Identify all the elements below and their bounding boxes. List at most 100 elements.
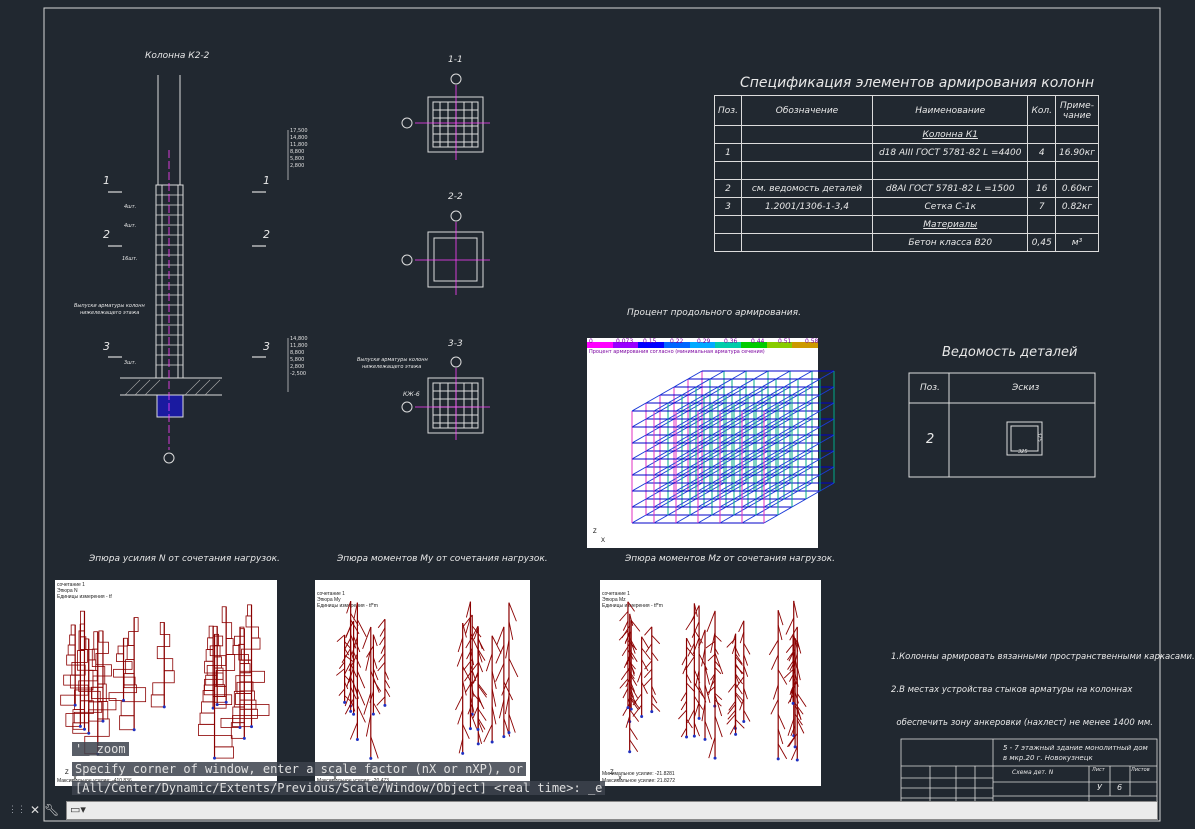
- legend-swatch: [715, 342, 742, 348]
- command-prompt-icon[interactable]: ▭▾: [70, 804, 86, 816]
- section-mark-2-right: 2: [263, 228, 270, 241]
- svg-text:X: X: [333, 776, 337, 782]
- stamp-doc-name: Схема дет. N: [1012, 769, 1054, 776]
- note-line: 1.Колонны армировать вязанными пространс…: [891, 652, 1195, 662]
- legend-value: 0.22: [670, 338, 684, 345]
- section-mark-2-left: 2: [103, 228, 110, 241]
- diagram-n-plot: ZX: [60, 604, 270, 782]
- diagram-n-title: Эпюра усилия N от сочетания нагрузок.: [89, 554, 280, 564]
- svg-text:X: X: [618, 776, 622, 782]
- outlet-note-line2: нижележащего этажа: [80, 310, 140, 316]
- legend-swatch: [766, 342, 793, 348]
- leader-note-4: 3шт.: [124, 360, 137, 366]
- section-1-title: 1-1: [448, 55, 463, 65]
- stamp-sheets-label: Листов: [1131, 767, 1150, 773]
- command-history-line3: [All/Center/Dynamic/Extents/Previous/Sca…: [72, 781, 606, 795]
- legend-swatch: [792, 342, 819, 348]
- details-title: Ведомость деталей: [942, 345, 1078, 360]
- legend-swatch: [587, 342, 613, 348]
- spec-header-pos: Поз.: [714, 95, 742, 126]
- svg-text:Z: Z: [65, 770, 69, 776]
- percent-plot-image: 0 0.073 0.15 0.22 0.29 0.36 0.44 0.51 0.58 Проце…: [587, 338, 835, 548]
- outlet-note-3-line2: нижележащего этажа: [362, 364, 422, 370]
- table-row: [714, 161, 1100, 180]
- diagram-mz-plot: ZX: [610, 600, 807, 782]
- details-pos: 2: [926, 432, 935, 447]
- spec-group-title: Колонна К1: [871, 125, 1029, 144]
- column-title: Колонна К2-2: [145, 51, 210, 61]
- legend-value: 0.44: [751, 338, 765, 345]
- legend-value: 0.29: [697, 338, 711, 345]
- legend-swatch: [664, 342, 690, 348]
- command-bar-controls: ⋮⋮ ✕ 🔧︎: [8, 801, 64, 818]
- stamp-stage: У: [1097, 783, 1102, 792]
- stamp-project-line1: 5 - 7 этажный здание монолитный дом: [1003, 744, 1148, 752]
- percent-plot-subtitle: Процент армирования согласно (минимальна…: [589, 349, 765, 355]
- spec-header-code: Обозначение: [740, 95, 874, 126]
- stamp-project-line2: в мкр.20 г. Новокузнецк: [1003, 754, 1093, 762]
- svg-text:Z: Z: [593, 529, 597, 535]
- outlet-note-line1: Выпуски арматуры колонн: [74, 303, 145, 309]
- leader-note-2: 4шт.: [124, 223, 137, 229]
- close-icon[interactable]: ✕: [30, 802, 41, 817]
- details-dim-side: 325: [1035, 432, 1042, 442]
- spec-title: Спецификация элементов армирования колон…: [740, 75, 1095, 91]
- kzh-label: КЖ-6: [403, 391, 420, 398]
- svg-text:Z: Z: [610, 770, 614, 776]
- spec-materials-title: Материалы: [871, 215, 1029, 234]
- note-line: обеспечить зону анкеровки (нахлест) не м…: [891, 718, 1153, 728]
- section-3-title: 3-3: [448, 339, 463, 349]
- svg-text:X: X: [73, 776, 77, 782]
- legend-swatch: [741, 342, 767, 348]
- legend-swatch: [638, 342, 665, 348]
- legend-value: 0.51: [778, 338, 792, 345]
- details-dim-bottom: 325: [1018, 449, 1028, 455]
- legend-swatch: [689, 342, 716, 348]
- command-input[interactable]: [101, 803, 1145, 818]
- diagram-mz-footer1: Минимальное усилие: -21.8281: [602, 771, 675, 777]
- command-history-line2: Specify corner of window, enter a scale …: [72, 762, 526, 776]
- wrench-icon[interactable]: 🔧︎: [44, 802, 60, 817]
- section-mark-3-left: 3: [103, 340, 110, 353]
- stamp-sheet-num: 6: [1117, 783, 1123, 792]
- percent-legend-bar: [587, 342, 819, 348]
- diagram-my-title: Эпюра моментов My от сочетания нагрузок.: [337, 554, 548, 564]
- spec-header-qty: Кол.: [1027, 95, 1056, 126]
- leader-note-1: 4шт.: [124, 204, 137, 210]
- grip-icon: ⋮⋮: [8, 804, 26, 814]
- section-2-title: 2-2: [448, 192, 463, 202]
- frame-3d-model: ZX: [593, 370, 835, 544]
- outlet-note-3-line1: Выпуски арматуры колонн: [357, 357, 428, 363]
- legend-swatch: [612, 342, 639, 348]
- svg-text:X: X: [601, 538, 605, 544]
- legend-value: 0.15: [643, 338, 657, 345]
- section-mark-3-right: 3: [263, 340, 270, 353]
- stamp-stage-label: Лист: [1092, 767, 1105, 773]
- legend-value: 0.073: [616, 338, 634, 345]
- diagram-mz-footer2: Максимальное усилие: 21.8272: [602, 778, 676, 784]
- spec-header-note: Приме- чание: [1054, 95, 1100, 126]
- command-history-line1: ' _zoom: [72, 742, 129, 756]
- general-notes: 1.Колонны армировать вязанными пространс…: [891, 630, 1195, 751]
- section-mark-1-right: 1: [263, 174, 270, 187]
- legend-value: 0: [589, 338, 593, 345]
- legend-value: 0.58: [805, 338, 819, 345]
- legend-value: 0.36: [724, 338, 738, 345]
- diagram-my-plot: ZX: [325, 600, 519, 782]
- spec-table: Поз. Обозначение Наименование Кол. Приме…: [714, 95, 1100, 252]
- drawing-border: [43, 7, 1161, 822]
- command-input-bar[interactable]: ▭▾: [66, 801, 1158, 820]
- note-line: 2.В местах устройства стыков арматуры на…: [891, 685, 1133, 695]
